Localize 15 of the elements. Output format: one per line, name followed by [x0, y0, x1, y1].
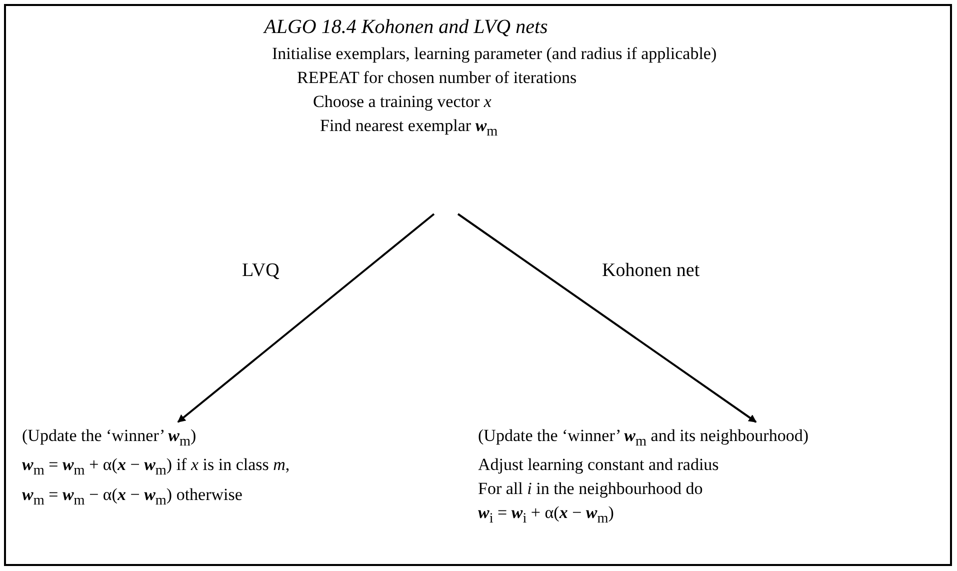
arrow [177, 213, 435, 423]
text-line: w$_{m}$ = w$_{m}$ − α(x − w$_{m}$) otherwise [22, 484, 242, 510]
text-line: Choose a training vector x [312, 91, 492, 113]
text-line: REPEAT for chosen number of iterations [296, 67, 577, 89]
text-line: (Update the ‘winner’ w$_{m}$) [22, 425, 196, 452]
text-line: w$_{i}$ = w$_{i}$ + α(x − w$_{m}$) [478, 502, 614, 529]
text-line: Find nearest exemplar w$_{m}$ [319, 115, 498, 142]
title: ALGO 18.4 Kohonen and LVQ nets [262, 16, 549, 39]
text-line: (Update the ‘winner’ w$_{m}$ and its neighbourhood) [478, 425, 808, 452]
text-line: w$_{m}$ = w$_{m}$ + α(x − w$_{m}$) if x is in class m, [22, 454, 290, 481]
text-line: For all i in the neighbourhood do [478, 478, 703, 500]
arrow [457, 213, 757, 423]
text-line: Initialise exemplars, learning parameter (and radius if applicable) [272, 43, 717, 65]
text-line: Adjust learning constant and radius [478, 454, 719, 476]
edge-label: LVQ [240, 260, 282, 282]
